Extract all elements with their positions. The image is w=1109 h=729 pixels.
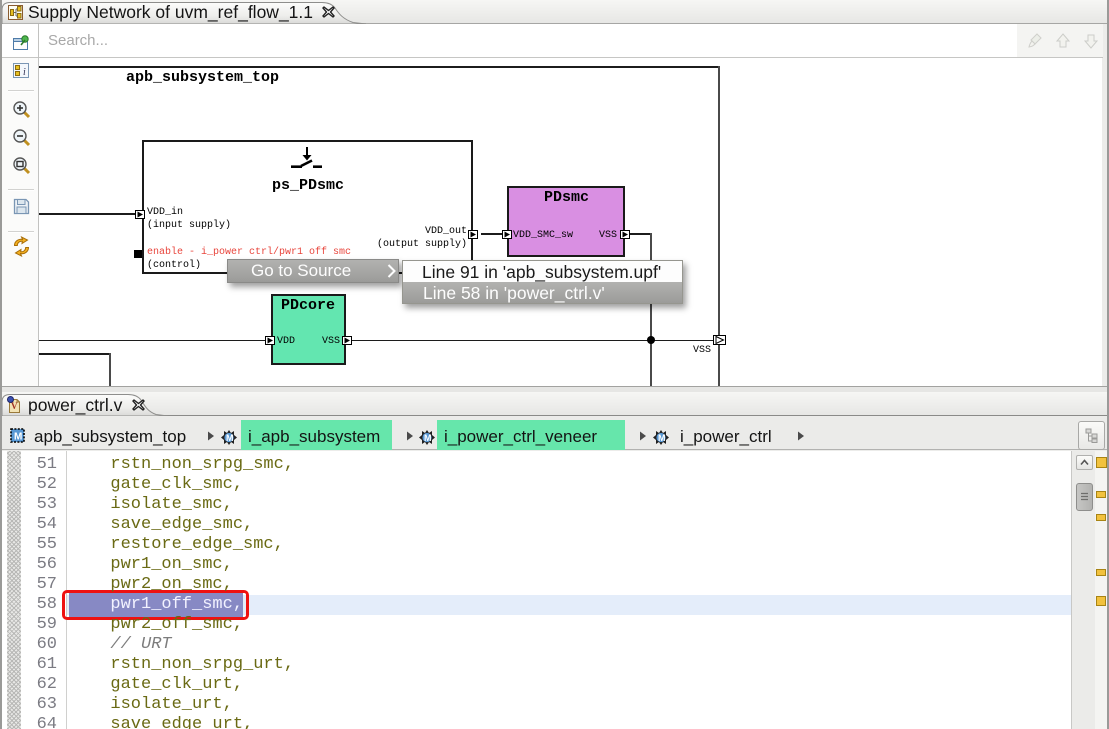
svg-text:i: i bbox=[23, 67, 26, 78]
svg-text:M: M bbox=[658, 433, 666, 443]
svg-text:M: M bbox=[14, 432, 22, 443]
svg-text:M: M bbox=[226, 433, 234, 443]
svg-text:M: M bbox=[424, 433, 432, 443]
svg-text:V: V bbox=[11, 401, 18, 411]
